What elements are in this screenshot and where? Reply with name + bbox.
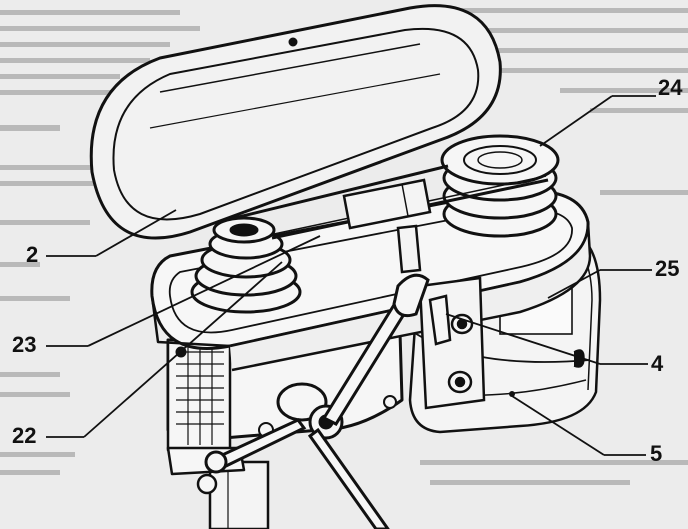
callout-23: 23 — [12, 332, 37, 357]
callout-leaders — [46, 95, 656, 456]
pulley-cover-lid — [89, 4, 502, 240]
callout-4: 4 — [651, 351, 664, 376]
callout-25: 25 — [655, 256, 680, 281]
feed-handle-lower — [204, 418, 390, 529]
adjust-screw — [509, 391, 515, 397]
mount-bolt — [383, 395, 397, 409]
motor-pulley — [440, 134, 560, 238]
lock-knob-upper — [428, 294, 474, 346]
callout-22: 22 — [12, 423, 37, 448]
callout-5: 5 — [650, 441, 663, 466]
spindle-pulley — [190, 216, 302, 314]
belt-tension-bracket — [342, 178, 432, 230]
callout-24: 24 — [658, 75, 683, 100]
callout-2: 2 — [26, 242, 39, 267]
feed-handle-upper — [321, 273, 430, 426]
lock-knob-lower — [447, 370, 473, 394]
